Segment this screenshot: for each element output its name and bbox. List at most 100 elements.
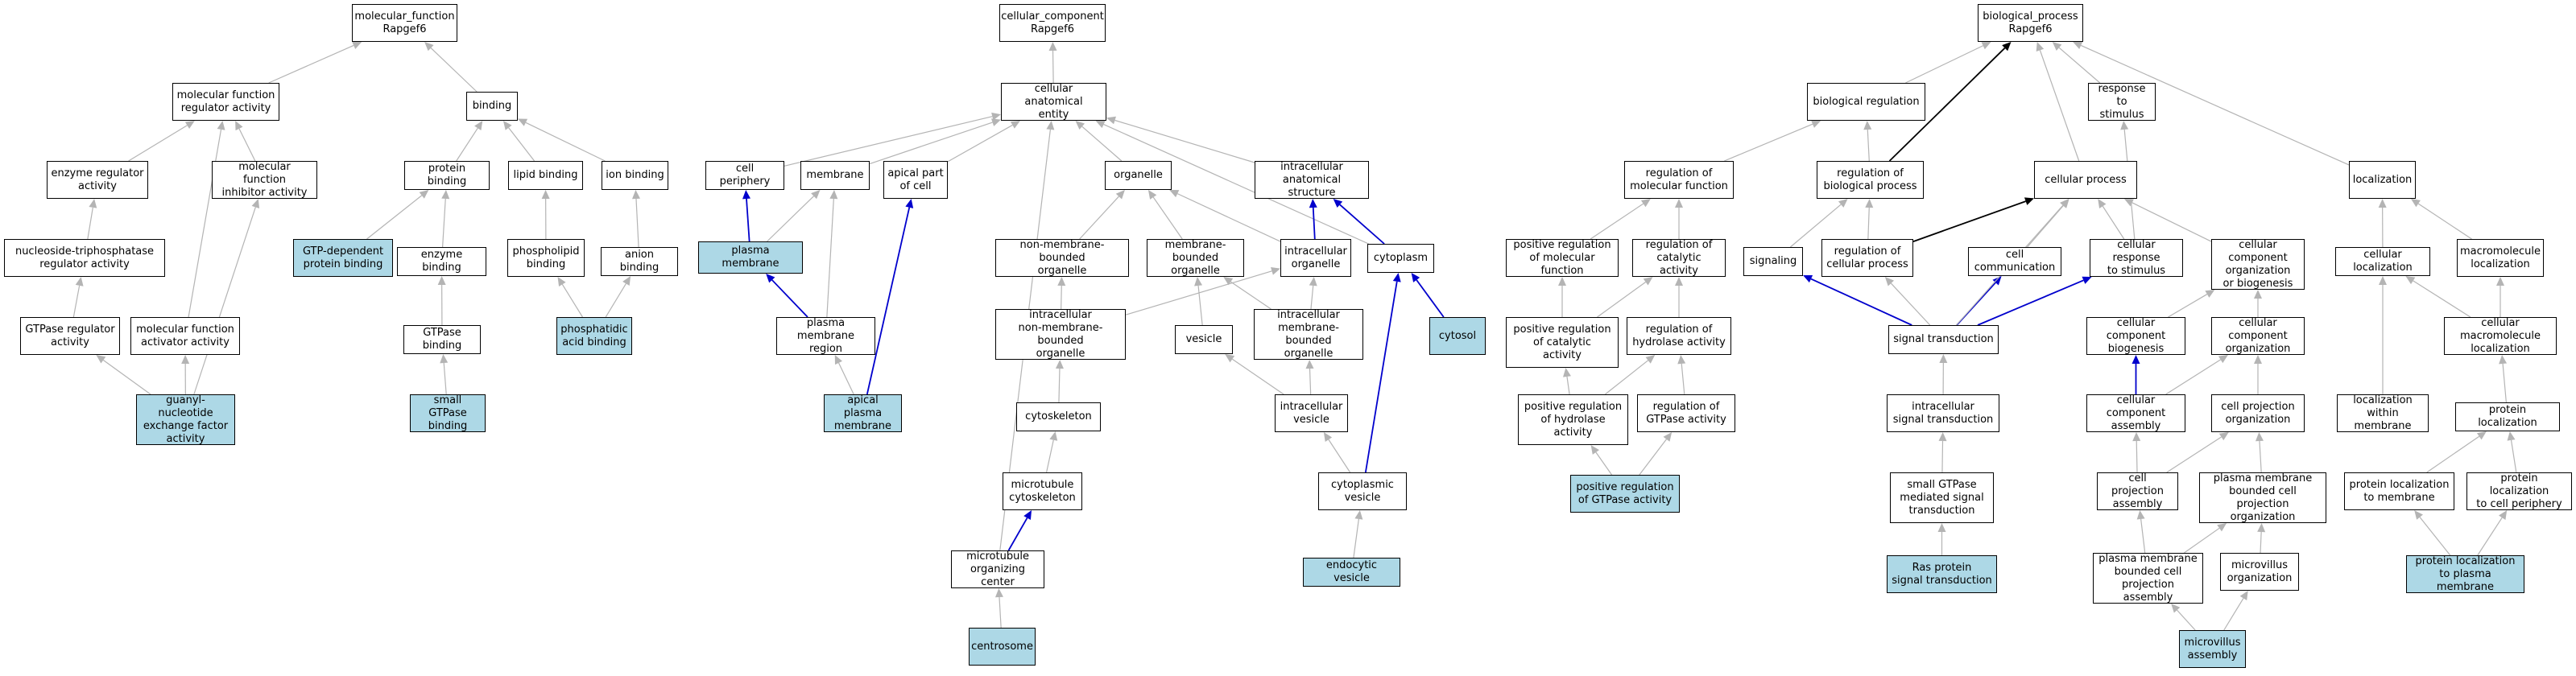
arrowhead-rgtpa-to-rha	[1677, 355, 1686, 365]
arrowhead-pltpm-to-pltcp	[2499, 510, 2508, 520]
term-node-mf[interactable]: molecular_function Rapgef6	[352, 4, 457, 42]
term-node-cmloc[interactable]: cellular macromolecule localization	[2444, 317, 2557, 355]
term-node-plb[interactable]: phospholipid binding	[507, 239, 585, 277]
term-node-cpo[interactable]: cell projection organization	[2211, 394, 2305, 432]
term-node-mtc[interactable]: microtubule cytoskeleton	[1003, 472, 1082, 510]
term-node-loc[interactable]: localization	[2349, 161, 2416, 199]
term-node-rha[interactable]: regulation of hydrolase activity	[1627, 317, 1731, 355]
term-node-iv[interactable]: intracellular vesicle	[1275, 394, 1348, 432]
term-node-cpa[interactable]: cell projection assembly	[2097, 472, 2178, 510]
term-node-ev[interactable]: endocytic vesicle	[1303, 558, 1400, 587]
term-node-ccob[interactable]: cellular component organization or bioge…	[2211, 239, 2305, 290]
term-node-pltpm[interactable]: protein localization to plasma membrane	[2406, 555, 2524, 593]
term-node-mem[interactable]: membrane	[800, 161, 870, 190]
term-node-cproc[interactable]: cellular process	[2034, 161, 2137, 199]
term-node-binding[interactable]: binding	[466, 92, 518, 121]
term-node-cco[interactable]: cellular component organization	[2211, 317, 2305, 355]
term-node-rca[interactable]: regulation of catalytic activity	[1632, 239, 1726, 277]
term-node-apm[interactable]: apical plasma membrane	[824, 394, 902, 432]
term-node-prmf[interactable]: positive regulation of molecular functio…	[1506, 239, 1619, 277]
term-node-org[interactable]: organelle	[1105, 161, 1172, 190]
term-node-cp[interactable]: cell periphery	[705, 161, 784, 190]
term-node-prgtpa[interactable]: positive regulation of GTPase activity	[1570, 475, 1680, 513]
edge-imbo-to-io	[1310, 285, 1314, 310]
term-node-ib[interactable]: ion binding	[602, 161, 668, 190]
term-node-breg[interactable]: biological regulation	[1807, 83, 1925, 121]
term-node-moc[interactable]: microtubule organizing center	[951, 550, 1044, 588]
term-node-gnef[interactable]: guanyl-nucleotide exchange factor activi…	[136, 394, 235, 445]
term-node-gtpb[interactable]: GTPase binding	[403, 325, 481, 354]
term-node-eb[interactable]: enzyme binding	[397, 247, 486, 276]
term-node-prca[interactable]: positive regulation of catalytic activit…	[1506, 317, 1619, 368]
term-node-cv[interactable]: cytoplasmic vesicle	[1318, 472, 1407, 510]
term-node-ntera[interactable]: nucleoside-triphosphatase regulator acti…	[4, 239, 165, 277]
arrowhead-cae-to-cc	[1048, 42, 1057, 52]
term-node-prha[interactable]: positive regulation of hydrolase activit…	[1518, 394, 1628, 445]
term-node-sgmst[interactable]: small GTPase mediated signal transductio…	[1890, 472, 1994, 523]
term-node-st[interactable]: signal transduction	[1888, 325, 1999, 354]
term-node-bp[interactable]: biological_process Rapgef6	[1978, 4, 2083, 42]
term-node-ccb[interactable]: cellular component biogenesis	[2086, 317, 2185, 355]
arrowhead-rcp-to-cproc	[2024, 197, 2034, 205]
term-node-gtpra[interactable]: GTPase regulator activity	[20, 317, 120, 355]
term-node-cyto[interactable]: cytoplasm	[1367, 244, 1434, 273]
term-node-ccom[interactable]: cell communication	[1968, 247, 2061, 276]
term-node-pm[interactable]: plasma membrane	[698, 241, 803, 274]
term-node-era[interactable]: enzyme regulator activity	[47, 161, 148, 199]
term-node-cytosol[interactable]: cytosol	[1429, 317, 1486, 355]
term-node-ploc[interactable]: protein localization	[2455, 402, 2560, 431]
term-node-cloc[interactable]: cellular localization	[2335, 247, 2430, 276]
arrowhead-mfia-to-mfra	[235, 121, 243, 131]
term-node-rpst[interactable]: Ras protein signal transduction	[1887, 555, 1997, 593]
term-node-ist[interactable]: intracellular signal transduction	[1887, 394, 1999, 432]
term-node-rmf[interactable]: regulation of molecular function	[1624, 161, 1734, 199]
term-node-mbo[interactable]: membrane-bounded organelle	[1147, 239, 1244, 277]
term-node-pltm[interactable]: protein localization to membrane	[2344, 472, 2454, 510]
term-node-crs[interactable]: cellular response to stimulus	[2090, 239, 2183, 277]
term-node-pmbcpa[interactable]: plasma membrane bounded cell projection …	[2093, 553, 2203, 604]
term-node-csk[interactable]: cytoskeleton	[1016, 402, 1101, 431]
arrowhead-binding-to-mf	[424, 42, 434, 52]
term-node-mfaa[interactable]: molecular function activator activity	[130, 317, 240, 355]
edge-mfaa-to-mfra	[188, 129, 222, 318]
term-node-mloc[interactable]: macromolecule localization	[2457, 239, 2544, 277]
term-node-lwm[interactable]: localization within membrane	[2337, 394, 2429, 432]
edge-cyto-to-ias	[1339, 204, 1385, 245]
term-node-rcp[interactable]: regulation of cellular process	[1821, 239, 1913, 277]
term-node-io[interactable]: intracellular organelle	[1280, 239, 1351, 277]
term-node-cae[interactable]: cellular anatomical entity	[1001, 83, 1106, 121]
term-node-imbo[interactable]: intracellular membrane-bounded organelle	[1254, 309, 1363, 360]
term-node-nmbo[interactable]: non-membrane-bounded organelle	[995, 239, 1129, 277]
term-node-mfra[interactable]: molecular function regulator activity	[172, 83, 279, 121]
arrowhead-pltpm-to-pltm	[2414, 510, 2423, 520]
term-node-pb[interactable]: protein binding	[404, 161, 490, 190]
term-node-sgb[interactable]: small GTPase binding	[410, 394, 486, 432]
term-node-ias[interactable]: intracellular anatomical structure	[1255, 161, 1369, 199]
edge-sgb-to-gtpb	[443, 362, 447, 395]
term-node-pmbcpo[interactable]: plasma membrane bounded cell projection …	[2199, 472, 2326, 523]
term-node-rts[interactable]: response to stimulus	[2088, 83, 2156, 121]
term-node-ab[interactable]: anion binding	[601, 247, 678, 276]
term-node-apc[interactable]: apical part of cell	[883, 161, 948, 199]
term-node-ves[interactable]: vesicle	[1175, 325, 1233, 354]
term-node-inmbo[interactable]: intracellular non-membrane-bounded organ…	[995, 309, 1126, 360]
term-node-cc[interactable]: cellular_component Rapgef6	[999, 4, 1106, 42]
edge-imbo-to-mbo	[1230, 281, 1271, 310]
term-node-mfia[interactable]: molecular function inhibitor activity	[212, 161, 317, 199]
term-node-gdpb[interactable]: GTP-dependent protein binding	[293, 239, 393, 277]
term-node-pltcp[interactable]: protein localization to cell periphery	[2466, 472, 2572, 510]
term-node-rgtpa[interactable]: regulation of GTPase activity	[1637, 394, 1735, 432]
term-node-cca[interactable]: cellular component assembly	[2086, 394, 2185, 432]
term-node-mvo[interactable]: microvillus organization	[2220, 553, 2299, 591]
term-node-mva[interactable]: microvillus assembly	[2179, 630, 2246, 668]
term-node-pab[interactable]: phosphatidic acid binding	[556, 317, 632, 355]
edge-cca-to-cco	[2165, 359, 2221, 395]
term-node-rbp[interactable]: regulation of biological process	[1817, 161, 1924, 199]
edge-cpa-to-cpo	[2166, 436, 2222, 473]
term-node-lb[interactable]: lipid binding	[508, 161, 583, 190]
arrowhead-mfra-to-mf	[352, 41, 362, 50]
term-node-sig[interactable]: signaling	[1743, 247, 1803, 276]
term-node-cent[interactable]: centrosome	[969, 628, 1036, 666]
arrowhead-inmbo-to-nmbo	[1057, 277, 1066, 286]
term-node-pmr[interactable]: plasma membrane region	[776, 317, 875, 355]
